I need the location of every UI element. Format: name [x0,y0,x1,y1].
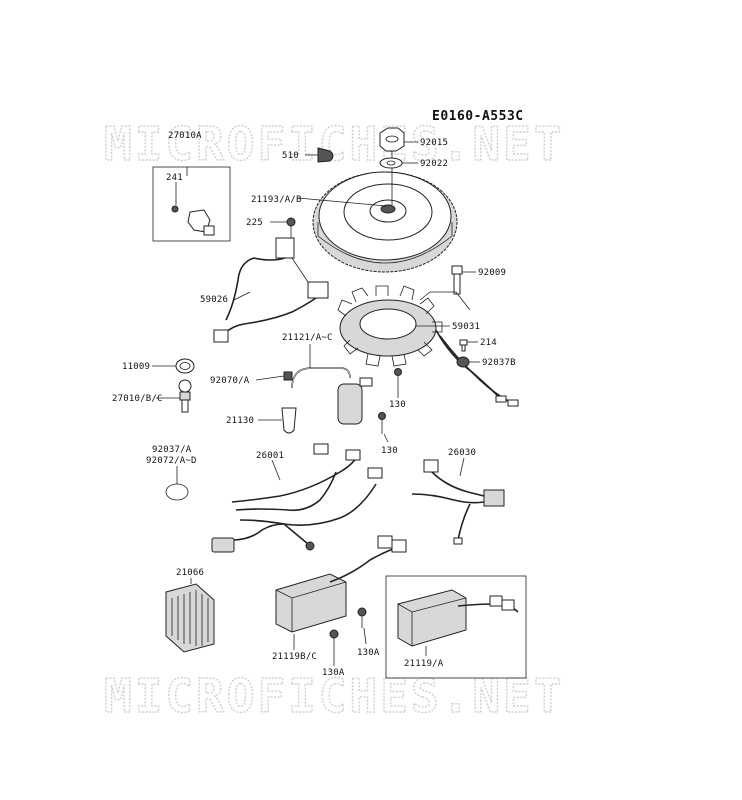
label-92037-a: 92037/A [152,445,192,455]
label-21066: 21066 [176,568,204,578]
label-11009: 11009 [122,362,150,372]
box-21119a [385,575,527,679]
screw-225-part [286,217,296,238]
bolt-130-lower-part [378,412,386,434]
plug-cap-21130-part [281,407,297,434]
bolt-130a-lower-part [329,629,339,650]
label-92037b: 92037B [482,358,516,368]
oring-11009-part [175,358,195,374]
label-21119-a: 21119/A [404,659,444,669]
harness-26001-part [211,443,383,553]
label-21130: 21130 [226,416,254,426]
pulser-coil-59026-part [213,237,329,343]
label-26001: 26001 [256,451,284,461]
harness-26030-part [411,459,505,545]
label-130-lower: 130 [381,446,398,456]
label-130a-lower: 130A [322,668,345,678]
label-92009: 92009 [478,268,506,278]
label-59031: 59031 [452,322,480,332]
bolt-92009-part [451,265,463,295]
label-225: 225 [246,218,263,228]
label-59026: 59026 [200,295,228,305]
nut-92015-part [379,127,405,152]
clip-92070-part [283,371,293,381]
watermark-bottom: MICROFICHES.NET [104,669,564,723]
label-21193-a-b: 21193/A/B [251,195,302,205]
cdi-21119a-part [397,589,519,647]
label-92070-a: 92070/A [210,376,250,386]
washer-92022-part [379,157,403,169]
label-27010a: 27010A [168,131,202,141]
label-130-upper: 130 [389,400,406,410]
screw-214-part [459,339,468,352]
bolt-130-upper-part [394,368,402,390]
cdi-21119bc-part [275,535,407,633]
label-21119b-c: 21119B/C [272,652,317,662]
clamp-92037b-part [456,356,470,368]
watermark-top: MICROFICHES.NET [104,117,564,171]
ignition-coil-21121-part [291,367,373,425]
label-92022: 92022 [420,159,448,169]
label-130a-right: 130A [357,648,380,658]
switch-27010a-part [171,205,215,236]
label-92072-a-d: 92072/A~D [146,456,197,466]
label-21121-a-c: 21121/A~C [282,333,333,343]
leader-lines [152,141,480,666]
key-510-part [317,147,334,163]
label-27010-b-c: 27010/B/C [112,394,163,404]
bolt-130a-right-part [357,607,367,628]
regulator-21066-part [165,583,215,653]
flywheel-part [312,171,458,273]
label-214: 214 [480,338,497,348]
box-27010a [152,166,231,242]
diagram-code: E0160-A553C [432,109,524,124]
label-241: 241 [166,173,183,183]
stator-59031-part [337,285,519,407]
label-510: 510 [282,151,299,161]
label-26030: 26030 [448,448,476,458]
switch-27010bc-part [178,379,192,413]
clamp-92037a-part [165,483,189,501]
label-92015: 92015 [420,138,448,148]
